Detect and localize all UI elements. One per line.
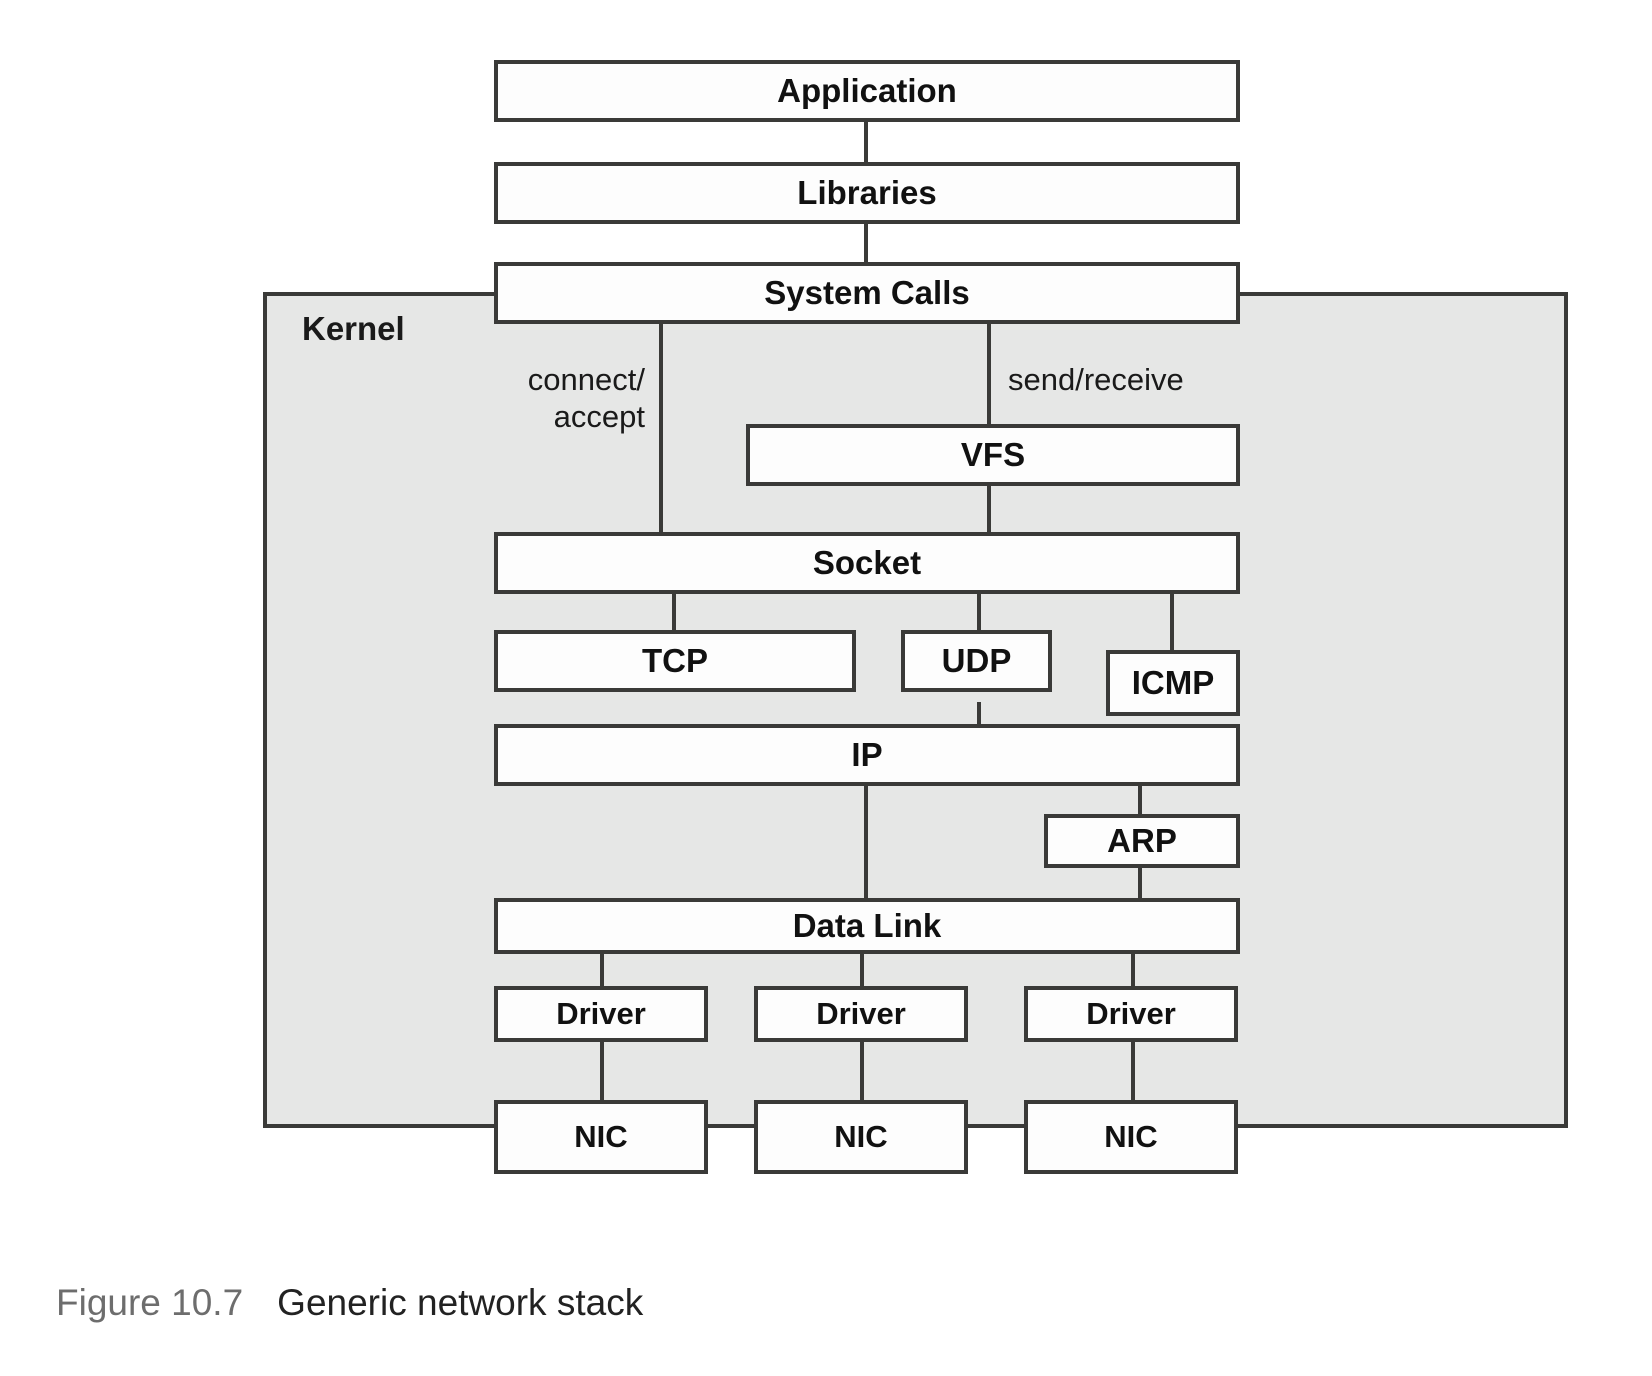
box-nic-1-label: NIC	[574, 1119, 628, 1154]
box-arp[interactable]: ARP	[1044, 814, 1240, 868]
box-tcp[interactable]: TCP	[494, 630, 856, 692]
edge-label-connect-accept: connect/ accept	[527, 362, 645, 434]
box-data-link[interactable]: Data Link	[494, 898, 1240, 954]
box-driver-2-label: Driver	[816, 996, 906, 1031]
box-ip-label: IP	[851, 736, 883, 773]
connector-syscalls-socket	[659, 322, 663, 563]
connector-syscalls-vfs	[987, 322, 991, 448]
box-application[interactable]: Application	[494, 60, 1240, 122]
figure-title: Generic network stack	[277, 1282, 644, 1323]
box-socket-label: Socket	[812, 544, 922, 581]
box-vfs-label: VFS	[960, 436, 1026, 473]
box-nic-1[interactable]: NIC	[494, 1100, 708, 1174]
box-libraries[interactable]: Libraries	[494, 162, 1240, 224]
box-ip[interactable]: IP	[494, 724, 1240, 786]
box-application-label: Application	[777, 72, 957, 109]
box-nic-3-label: NIC	[1104, 1119, 1158, 1154]
connector-datalink-driver1	[600, 952, 604, 988]
connector-driver2-nic2	[860, 1040, 864, 1102]
box-driver-2[interactable]: Driver	[754, 986, 968, 1042]
connector-datalink-driver3	[1131, 952, 1135, 988]
kernel-label: Kernel	[302, 310, 405, 347]
box-nic-2[interactable]: NIC	[754, 1100, 968, 1174]
connector-vfs-socket	[987, 484, 991, 564]
connector-libraries-syscalls	[864, 222, 868, 264]
connector-application-libraries	[864, 120, 868, 164]
connector-ip-datalink	[864, 786, 868, 902]
box-udp[interactable]: UDP	[901, 630, 1052, 692]
box-arp-label: ARP	[1107, 822, 1177, 859]
box-driver-3-label: Driver	[1086, 996, 1176, 1031]
box-vfs[interactable]: VFS	[746, 424, 1240, 486]
box-icmp-label: ICMP	[1131, 664, 1215, 701]
box-driver-1-label: Driver	[556, 996, 646, 1031]
box-data-link-label: Data Link	[792, 907, 942, 944]
box-tcp-label: TCP	[642, 642, 708, 679]
box-driver-1[interactable]: Driver	[494, 986, 708, 1042]
figure-caption: Figure 10.7 Generic network stack	[56, 1282, 643, 1324]
figure-number: Figure 10.7	[56, 1282, 244, 1323]
connector-datalink-driver2	[860, 952, 864, 988]
connector-socket-icmp	[1170, 592, 1174, 652]
box-nic-3[interactable]: NIC	[1024, 1100, 1238, 1174]
box-nic-2-label: NIC	[834, 1119, 888, 1154]
edge-label-send-receive: send/receive	[1008, 362, 1184, 397]
connector-socket-tcp	[672, 592, 676, 662]
connector-driver3-nic3	[1131, 1040, 1135, 1102]
connector-socket-udp	[977, 592, 981, 634]
connector-ip-arp	[1138, 786, 1142, 816]
box-icmp[interactable]: ICMP	[1106, 650, 1240, 716]
box-libraries-label: Libraries	[797, 174, 937, 211]
box-driver-3[interactable]: Driver	[1024, 986, 1238, 1042]
connector-driver1-nic1	[600, 1040, 604, 1102]
box-system-calls[interactable]: System Calls	[494, 262, 1240, 324]
box-udp-label: UDP	[941, 642, 1012, 679]
connector-arp-datalink	[1138, 866, 1142, 906]
box-socket[interactable]: Socket	[494, 532, 1240, 594]
box-system-calls-label: System Calls	[764, 274, 970, 311]
